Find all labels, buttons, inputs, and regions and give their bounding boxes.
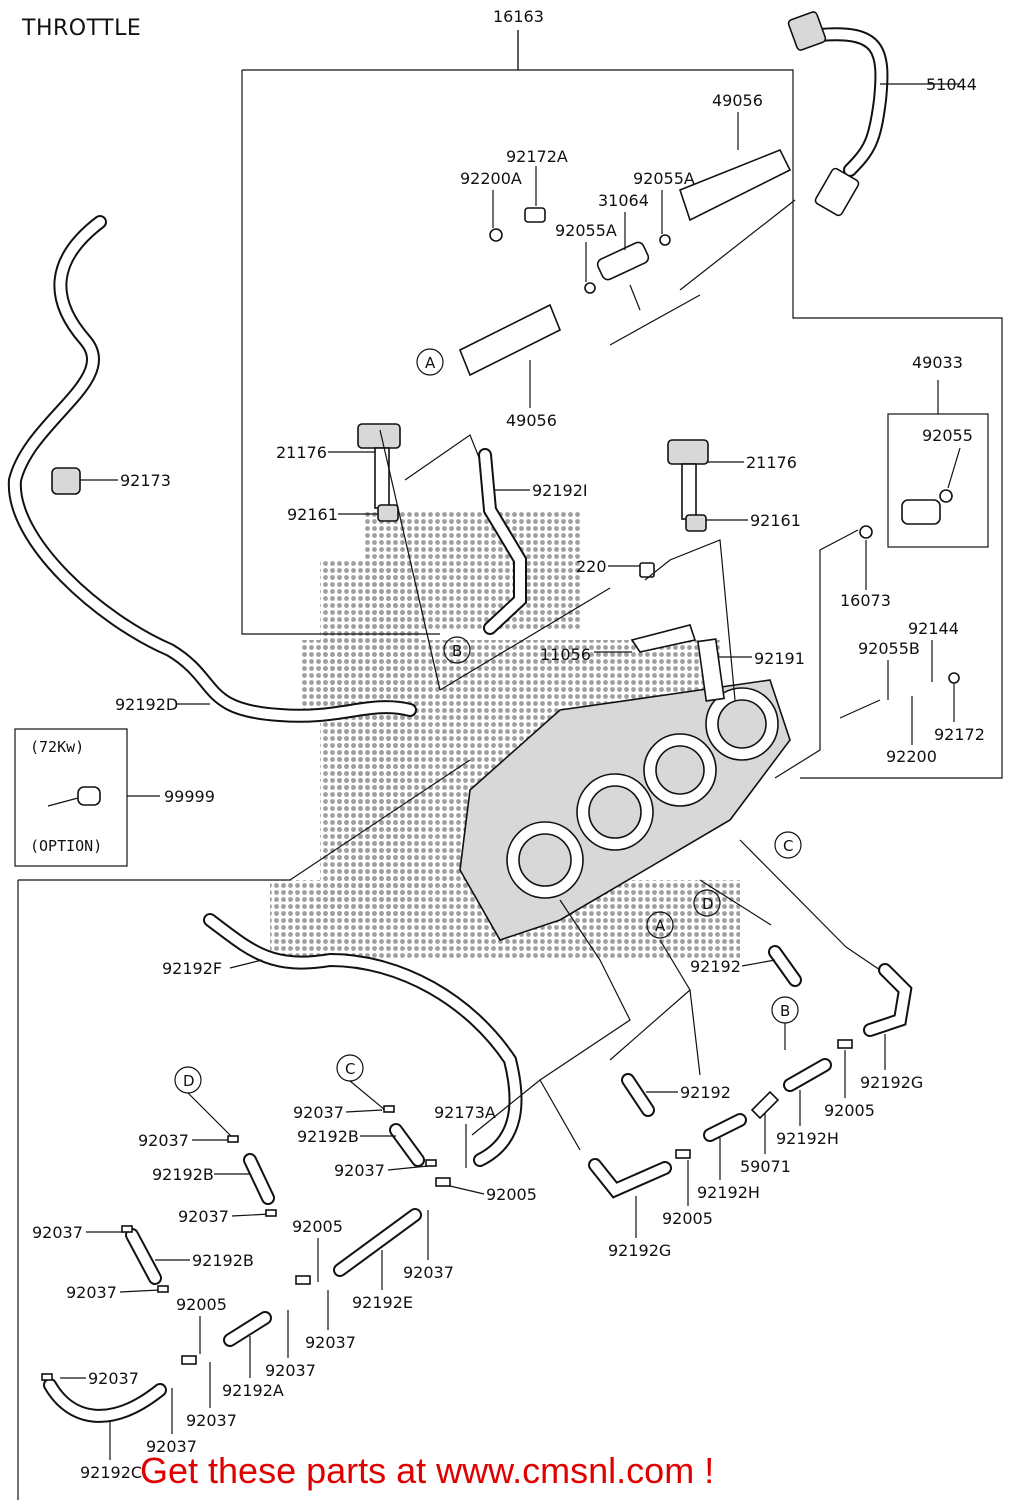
label-92037-b: 92037	[138, 1131, 189, 1150]
label-92055B: 92055B	[858, 639, 920, 658]
option-box-top-text: (72Kw)	[30, 738, 84, 756]
fuel-rails	[458, 148, 796, 377]
label-16073: 16073	[840, 591, 891, 610]
label-92037-c: 92037	[334, 1161, 385, 1180]
label-92037-a: 92037	[293, 1103, 344, 1122]
label-92192G-right: 92192G	[860, 1073, 923, 1092]
label-92173A: 92173A	[434, 1103, 496, 1122]
label-49056-top: 49056	[712, 91, 763, 110]
o-ring-16073	[859, 525, 873, 539]
option-box: (72Kw) (OPTION)	[14, 728, 160, 867]
plug-92172	[948, 672, 960, 684]
label-11056: 11056	[540, 645, 591, 664]
label-92037-d: 92037	[178, 1207, 229, 1226]
label-92161-left: 92161	[287, 505, 338, 524]
footer-link-text[interactable]: Get these parts at www.cmsnl.com !	[140, 1450, 715, 1491]
label-92192F: 92192F	[162, 959, 222, 978]
label-92192G-left: 92192G	[608, 1241, 671, 1260]
part-labels: 16163 51044 49056 92172A 92200A 92055A 3…	[32, 7, 985, 1482]
label-92161-right: 92161	[750, 511, 801, 530]
label-59071: 59071	[740, 1157, 791, 1176]
circle-C-top: C	[783, 837, 793, 855]
option-box-bottom-text: (OPTION)	[30, 837, 102, 855]
hose-92192I	[478, 448, 527, 635]
leader-lines	[379, 30, 881, 1151]
label-92037-k: 92037	[186, 1411, 237, 1430]
diagram-title: THROTTLE	[22, 16, 142, 41]
label-51044: 51044	[926, 75, 977, 94]
label-92192B-left: 92192B	[152, 1165, 214, 1184]
label-92192C: 92192C	[80, 1463, 142, 1482]
label-92192A: 92192A	[222, 1381, 284, 1400]
label-92192I: 92192I	[532, 481, 588, 500]
label-92037-h: 92037	[305, 1333, 356, 1352]
label-92005-middle: 92005	[486, 1185, 537, 1204]
label-92055A-right: 92055A	[633, 169, 695, 188]
reference-circles: A B C D A B C D	[174, 348, 802, 1141]
injectors	[357, 423, 709, 532]
label-92192B-middle: 92192B	[297, 1127, 359, 1146]
label-49056-bottom: 49056	[506, 411, 557, 430]
lower-hoses	[43, 913, 913, 1423]
label-92055: 92055	[922, 426, 973, 445]
label-92037-l: 92037	[146, 1437, 197, 1456]
label-21176-right: 21176	[746, 453, 797, 472]
label-92037-f: 92037	[403, 1263, 454, 1282]
label-92005-right: 92005	[824, 1101, 875, 1120]
label-92192B-lower: 92192B	[192, 1251, 254, 1270]
circle-A-top: A	[425, 354, 436, 372]
label-92192E: 92192E	[352, 1293, 413, 1312]
fuel-hose-51044	[787, 11, 960, 217]
label-21176-left: 21176	[276, 443, 327, 462]
label-92192-lower: 92192	[680, 1083, 731, 1102]
label-92037-g: 92037	[66, 1283, 117, 1302]
circle-B-bottom: B	[780, 1002, 790, 1020]
label-92192H-right: 92192H	[776, 1129, 839, 1148]
sensor-part	[901, 499, 941, 525]
sensor-inset-box	[887, 380, 989, 548]
label-92173: 92173	[120, 471, 171, 490]
label-92144: 92144	[908, 619, 959, 638]
label-92005-lower-right: 92005	[662, 1209, 713, 1228]
label-92200A: 92200A	[460, 169, 522, 188]
label-92200: 92200	[886, 747, 937, 766]
label-92055A-left: 92055A	[555, 221, 617, 240]
assembly-outline	[17, 30, 1003, 1500]
label-92037-j: 92037	[88, 1369, 139, 1388]
label-49033: 49033	[912, 353, 963, 372]
label-220: 220	[576, 557, 607, 576]
circle-C-bottom: C	[345, 1060, 355, 1078]
label-31064: 31064	[598, 191, 649, 210]
hose-92192D	[7, 215, 417, 723]
o-ring-92055	[939, 489, 953, 503]
label-92005-center: 92005	[292, 1217, 343, 1236]
label-92172: 92172	[934, 725, 985, 744]
throttle-body-assembly	[459, 562, 791, 941]
circle-D-top: D	[702, 895, 714, 913]
label-92172A-top: 92172A	[506, 147, 568, 166]
label-92037-e: 92037	[32, 1223, 83, 1242]
label-92037-i: 92037	[265, 1361, 316, 1380]
label-92192D: 92192D	[115, 695, 178, 714]
label-99999: 99999	[164, 787, 215, 806]
small-fittings	[41, 1039, 853, 1381]
label-92005-left: 92005	[176, 1295, 227, 1314]
option-cap-part	[77, 786, 101, 806]
label-92192-upper: 92192	[690, 957, 741, 976]
circle-A-bottom: A	[655, 917, 666, 935]
circle-B-top: B	[452, 642, 462, 660]
label-16163: 16163	[493, 7, 544, 26]
label-92191: 92191	[754, 649, 805, 668]
circle-D-bottom: D	[183, 1072, 195, 1090]
label-92192H-left: 92192H	[697, 1183, 760, 1202]
